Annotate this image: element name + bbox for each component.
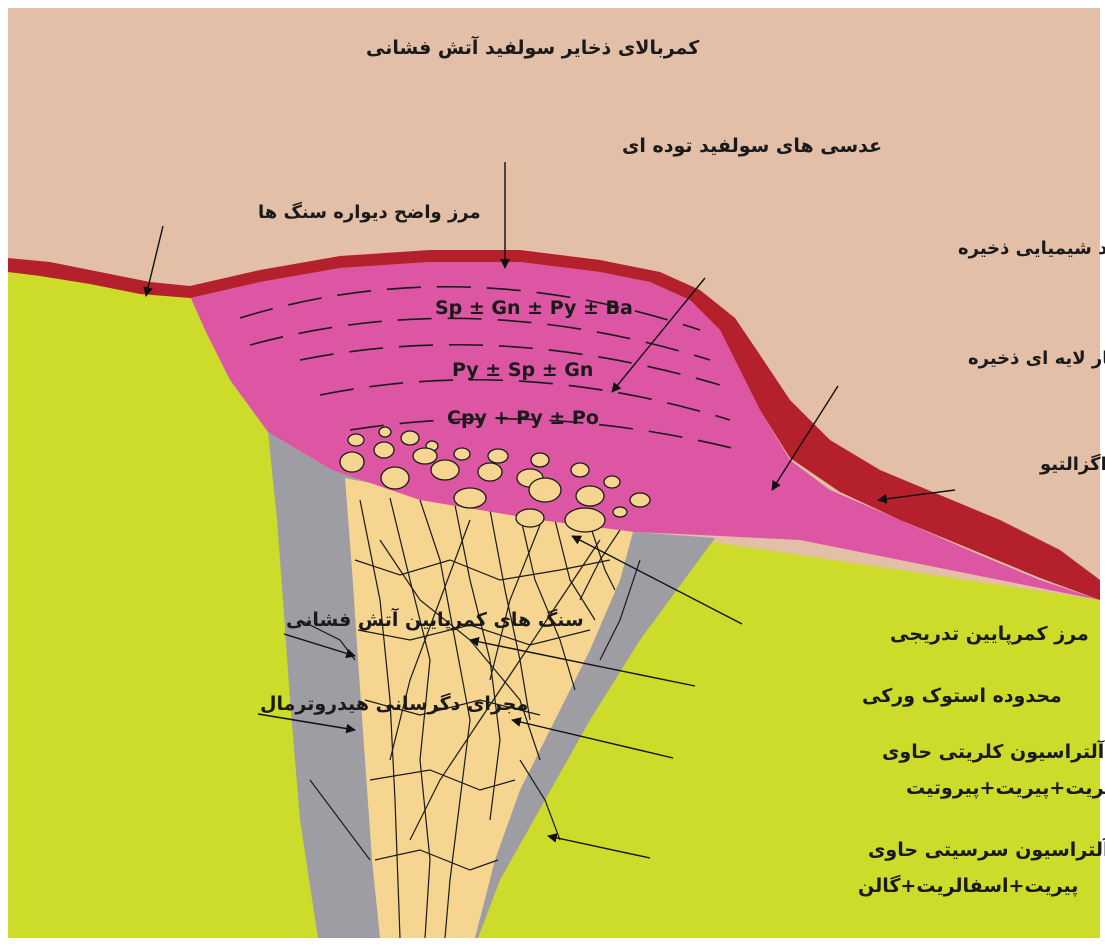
label-exhalite: بخش اگزالتیو (1039, 453, 1105, 475)
label-chlorite-line1: آلتراسیون کلریتی حاوی (882, 739, 1105, 763)
label-stockwork: محدوده استوک ورکی (862, 685, 1062, 707)
label-gradational: مرز کمرپایین تدریجی (890, 623, 1089, 645)
mineral-zone-lower: Cpy + Py ± Po (447, 407, 599, 429)
mineral-zone-upper: Sp ± Gn ± Py ± Ba (435, 297, 633, 319)
label-hanging-wall: کمربالای ذخایر سولفید آتش فشانی (366, 35, 700, 59)
mineral-zone-middle: Py ± Sp ± Gn (452, 359, 593, 381)
label-chlorite-line2: کلکوپیریت+پیریت+پیروتیت (906, 777, 1105, 799)
label-sericite-line1: آلتراسیون سرسیتی حاوی (868, 837, 1105, 861)
label-sharp-contact: مرز واضح دیواره سنگ ها (258, 201, 481, 223)
label-zoning: الگوی منطقه بندی شدید شیمیایی ذخیره (958, 237, 1105, 259)
label-massive-lenses: عدسی های سولفید توده ای (622, 135, 882, 157)
label-footwall-rocks: سنگ های کمرپایین آتش فشانی (286, 607, 584, 631)
label-conduit: مجرای دگرسانی هیدروترمال (260, 692, 528, 715)
label-layered: ساختار لایه ای ذخیره (968, 348, 1105, 369)
label-sericite-line2: پیریت+اسفالریت+گالن (858, 874, 1078, 897)
